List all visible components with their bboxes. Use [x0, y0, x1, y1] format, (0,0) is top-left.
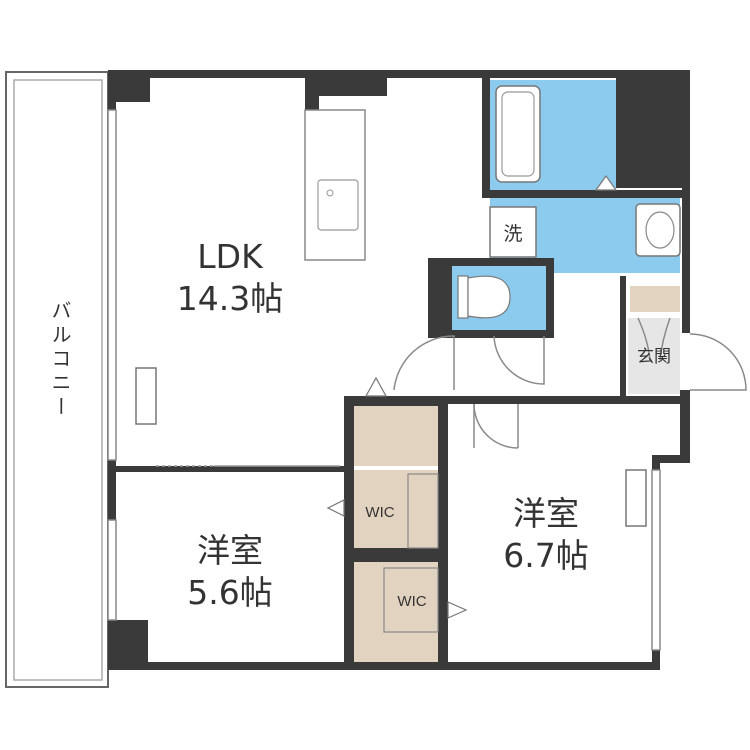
windows [107, 109, 661, 651]
wic-2-area [354, 562, 438, 666]
balcony: バルコニー [5, 71, 109, 688]
entrance-label: 玄関 [637, 347, 671, 367]
ldk-name: LDK [197, 237, 264, 276]
kitchen-counter [304, 109, 366, 261]
sink-icon [635, 203, 681, 257]
washroom-label: 洗 [503, 223, 522, 245]
shoe-storage [630, 286, 680, 312]
bedroom-east-size: 6.7帖 [503, 536, 588, 575]
bedroom-west-name: 洋室 [197, 531, 263, 570]
toilet-icon [457, 275, 511, 319]
bathtub-icon [495, 85, 541, 183]
wic-1-label: WIC [365, 504, 394, 521]
wic-fixtures [383, 473, 439, 633]
bedroom-east-name: 洋室 [513, 494, 579, 533]
bedroom-west-size: 5.6帖 [187, 573, 272, 612]
washing-machine-box: 洗 [489, 206, 537, 258]
storage-areas [354, 286, 680, 666]
closet-storage [354, 406, 438, 466]
room-labels: LDK 14.3帖 洋室 5.6帖 洋室 6.7帖 WIC WIC 玄関 [177, 237, 671, 612]
ldk-size: 14.3帖 [177, 279, 283, 318]
balcony-label: バルコニー [48, 300, 72, 420]
entrance-floor [628, 318, 680, 394]
doors [156, 174, 747, 619]
wic-1-area [354, 470, 438, 550]
wic-2-label: WIC [397, 593, 426, 610]
